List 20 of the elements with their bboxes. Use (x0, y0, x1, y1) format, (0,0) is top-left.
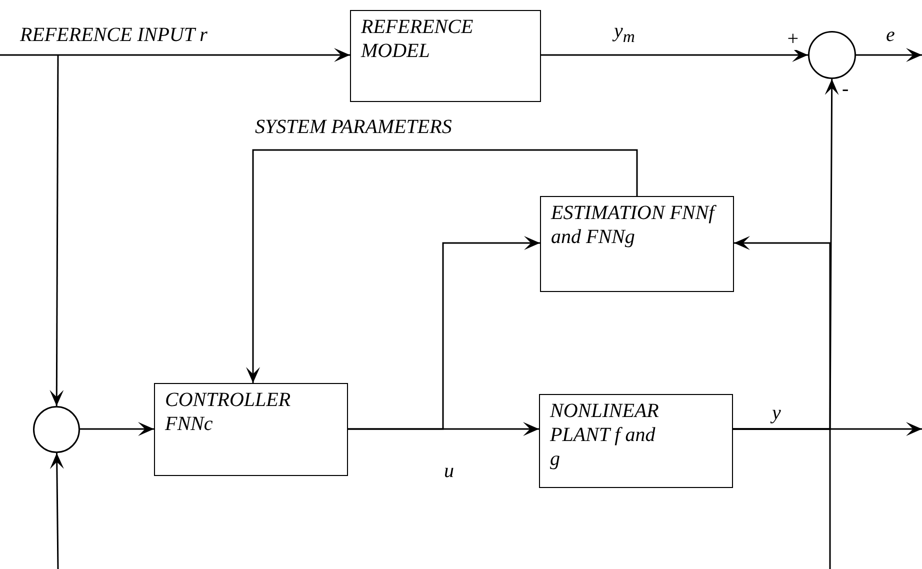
arrow (80, 422, 154, 436)
process-box (540, 196, 734, 292)
box-label: NONLINEAR PLANT f and g (550, 399, 660, 471)
arrow (0, 48, 350, 62)
process-box (539, 394, 733, 488)
box-label: REFERENCE MODEL (361, 15, 474, 63)
box-label: ESTIMATION FNNf and FNNg (551, 201, 718, 249)
arrow (50, 453, 64, 569)
summing-junction (808, 31, 856, 79)
box-label: CONTROLLER FNNc (165, 388, 292, 436)
arrow (246, 149, 638, 383)
line (733, 428, 831, 569)
summing-junction (33, 406, 80, 453)
process-box (154, 383, 348, 476)
arrow (541, 48, 808, 62)
arrow (733, 236, 831, 430)
arrow (348, 236, 540, 430)
arrow (856, 48, 922, 62)
process-box (350, 10, 541, 102)
arrow (50, 55, 64, 406)
